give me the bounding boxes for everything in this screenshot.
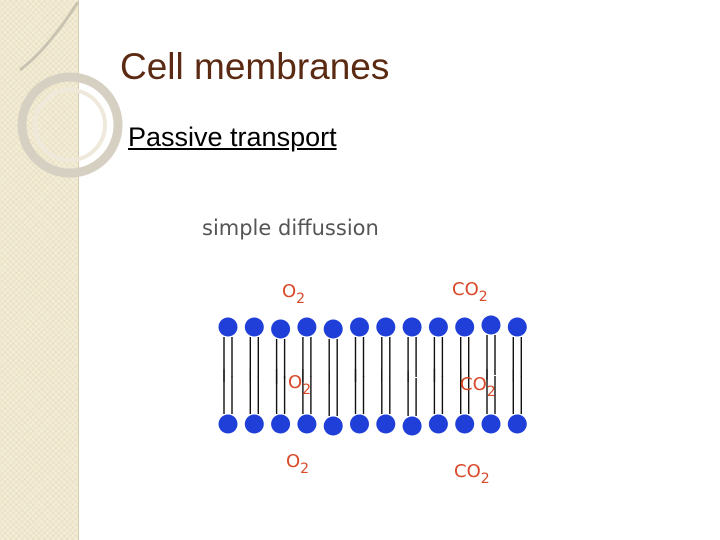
svg-text:O2: O2 — [286, 451, 309, 477]
phospholipid-head-bottom — [271, 414, 291, 434]
simple-diffusion-diagram: simple diffussion O2 CO2 O2 CO2 O2 CO2 — [196, 205, 536, 495]
phospholipid-head-bottom — [297, 414, 317, 434]
slide-subtitle: Passive transport — [128, 122, 337, 152]
membrane-molecule-co2: CO2 — [460, 374, 496, 400]
phospholipid-head-bottom — [455, 414, 475, 434]
phospholipid-head-bottom — [376, 414, 396, 434]
svg-text:CO2: CO2 — [452, 279, 488, 305]
inside-molecule-o2: O2 — [286, 451, 309, 477]
phospholipid-head-top — [218, 317, 238, 337]
outside-molecule-co2: CO2 — [452, 279, 488, 305]
phospholipid-head-bottom — [244, 414, 264, 434]
phospholipid-head-top — [297, 317, 317, 337]
phospholipid-head-top — [507, 317, 527, 337]
phospholipid-bilayer — [218, 315, 527, 436]
slide-title: Cell membranes — [120, 46, 390, 87]
phospholipid-head-bottom — [218, 414, 238, 434]
svg-text:O2: O2 — [282, 281, 305, 307]
phospholipid-head-top — [428, 317, 448, 337]
phospholipid-head-top — [481, 315, 501, 335]
svg-text:O2: O2 — [288, 372, 311, 398]
inside-molecule-co2: CO2 — [454, 461, 490, 487]
phospholipid-head-top — [350, 317, 369, 337]
swirl-ornament — [17, 1, 123, 178]
phospholipid-head-bottom — [402, 416, 422, 436]
phospholipid-head-bottom — [428, 414, 448, 434]
phospholipid-head-bottom — [507, 414, 527, 434]
membrane-molecule-o2: O2 — [288, 372, 311, 398]
svg-text:CO2: CO2 — [454, 461, 490, 487]
phospholipid-head-top — [244, 317, 264, 337]
phospholipid-head-top — [455, 317, 475, 337]
diagram-caption: simple diffussion — [202, 216, 379, 240]
phospholipid-head-top — [323, 319, 343, 339]
phospholipid-head-bottom — [350, 414, 369, 434]
phospholipid-head-bottom — [323, 416, 343, 436]
svg-text:CO2: CO2 — [460, 374, 496, 400]
phospholipid-head-top — [402, 317, 422, 337]
phospholipid-head-bottom — [481, 414, 501, 434]
phospholipid-head-top — [271, 319, 291, 339]
phospholipid-head-top — [376, 317, 396, 337]
outside-molecule-o2: O2 — [282, 281, 305, 307]
